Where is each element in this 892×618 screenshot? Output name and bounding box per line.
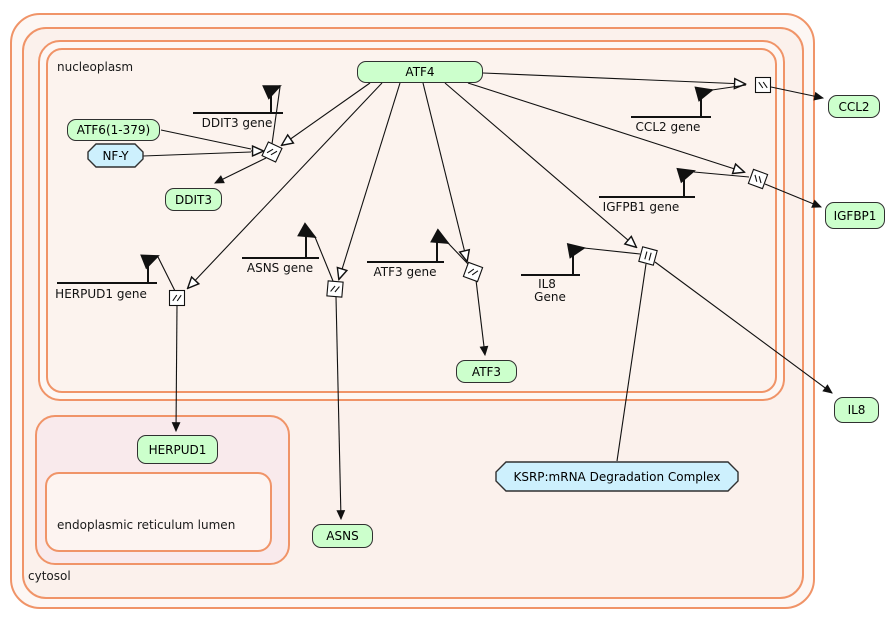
- edge-output-il8: [654, 261, 833, 394]
- edge-atf4-asns-reaction: [339, 82, 401, 279]
- reaction-node-ddit3[interactable]: [261, 141, 283, 163]
- gene-glyph-ddit3[interactable]: [193, 90, 283, 114]
- entity-il8[interactable]: IL8: [834, 397, 879, 423]
- edge-igfpb1gene-connector: [693, 171, 750, 178]
- gene-arrow-ddit3: [262, 85, 282, 100]
- entity-igfbp1[interactable]: IGFBP1: [825, 202, 885, 229]
- edge-atf4-igfbp1-reaction: [467, 82, 744, 172]
- reaction-node-il8[interactable]: [638, 246, 658, 266]
- edge-asnsgene-connector: [314, 236, 334, 282]
- gene-glyph-il8[interactable]: [521, 250, 580, 276]
- entity-nfy[interactable]: NF-Y: [102, 148, 129, 163]
- er-lumen-label: endoplasmic reticulum lumen: [57, 518, 236, 532]
- edge-output-atf3: [475, 279, 489, 357]
- entity-ccl2[interactable]: CCL2: [828, 95, 880, 118]
- edge-output-herpud1: [171, 304, 181, 433]
- compartment-nucleoplasm: [46, 48, 777, 393]
- gene-arrow-ccl2: [694, 86, 714, 102]
- entity-ksrp-complex[interactable]: KSRP:mRNA Degradation Complex: [513, 469, 721, 484]
- complex-shape-nfy[interactable]: [87, 143, 144, 168]
- cytosol-label: cytosol: [28, 569, 71, 583]
- gene-label-ddit3[interactable]: DDIT3 gene: [201, 116, 273, 130]
- edge-output-ccl2: [770, 86, 825, 101]
- gene-label-atf3[interactable]: ATF3 gene: [373, 265, 437, 279]
- edge-atf4-ddit3-reaction: [282, 82, 371, 145]
- entity-atf4[interactable]: ATF4: [357, 61, 483, 83]
- edge-il8gene-connector: [583, 247, 641, 255]
- complex-shape-ksrp[interactable]: [495, 461, 739, 492]
- entity-atf6[interactable]: ATF6(1-379): [67, 119, 160, 141]
- gene-label-igfpb1[interactable]: IGFPB1 gene: [602, 200, 680, 214]
- edge-atf4-ccl2-reaction: [482, 72, 745, 84]
- edge-ccl2gene-connector: [711, 84, 747, 91]
- edge-output-ddit3: [214, 157, 267, 184]
- entity-asns[interactable]: ASNS: [312, 524, 373, 548]
- gene-arrow-igfpb1: [676, 167, 696, 184]
- compartment-er-lumen: [45, 472, 272, 552]
- edge-output-igfbp1: [764, 183, 823, 208]
- edge-nfy-ddit3-reaction: [142, 151, 252, 157]
- reaction-node-asns[interactable]: [326, 280, 344, 298]
- edge-output-asns: [335, 296, 346, 521]
- edge-herpud1gene-connector: [157, 256, 176, 292]
- edge-atf6-ddit3-reaction: [160, 129, 252, 150]
- gene-label-herpud1[interactable]: HERPUD1 gene: [55, 287, 147, 301]
- edge-atf3gene-connector: [447, 242, 469, 265]
- reaction-node-ccl2[interactable]: [754, 76, 772, 94]
- entity-ddit3[interactable]: DDIT3: [165, 188, 222, 211]
- edge-ddit3gene-connector: [271, 86, 281, 145]
- gene-arrow-il8: [566, 242, 586, 259]
- nucleoplasm-label: nucleoplasm: [57, 60, 134, 74]
- reaction-node-herpud1[interactable]: [168, 289, 186, 307]
- edge-atf4-atf3-reaction: [422, 82, 467, 261]
- gene-label-asns[interactable]: ASNS gene: [246, 261, 314, 275]
- reaction-node-igfbp1[interactable]: [747, 168, 769, 190]
- edge-ksrp-il8-reaction: [616, 263, 647, 462]
- entity-atf3[interactable]: ATF3: [456, 360, 517, 383]
- gene-arrow-atf3: [430, 228, 450, 244]
- gene-glyph-herpud1[interactable]: [57, 260, 157, 284]
- gene-label-ccl2[interactable]: CCL2 gene: [635, 120, 701, 134]
- gene-arrow-asns: [297, 222, 317, 238]
- gene-arrow-herpud1: [140, 254, 160, 270]
- gene-glyph-igfpb1[interactable]: [599, 174, 695, 198]
- gene-glyph-atf3[interactable]: [367, 237, 444, 263]
- gene-glyph-asns[interactable]: [242, 232, 319, 259]
- gene-label-il8-line1[interactable]: IL8: [538, 277, 556, 291]
- entity-herpud1[interactable]: HERPUD1: [137, 435, 218, 464]
- reaction-node-atf3[interactable]: [462, 261, 484, 283]
- edge-atf4-il8-reaction: [444, 82, 636, 247]
- gene-glyph-ccl2[interactable]: [631, 93, 711, 118]
- gene-label-il8-line2[interactable]: Gene: [534, 290, 566, 304]
- edge-atf4-herpud1-reaction: [188, 82, 383, 288]
